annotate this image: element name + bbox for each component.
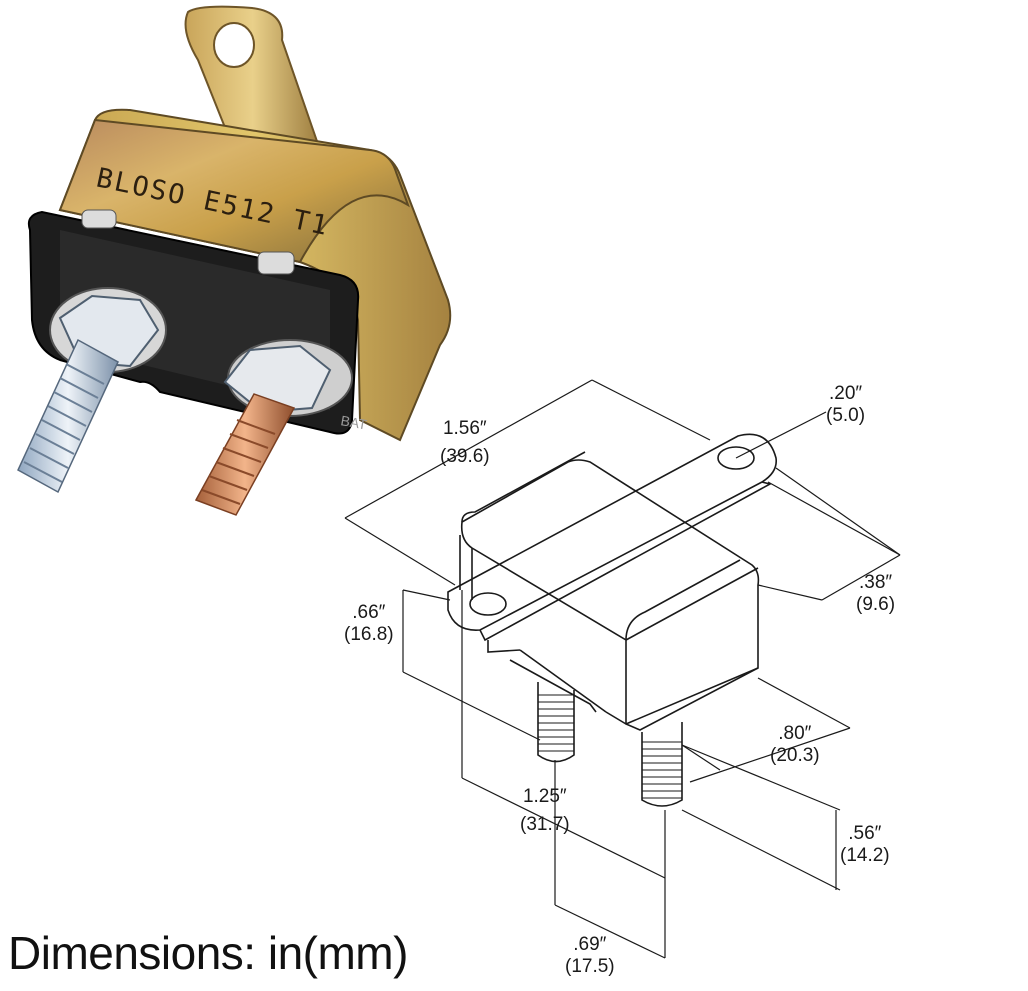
dim-overall-length: 1.56″ (39.6): [440, 418, 490, 467]
dim-hole-diameter: .20″ (5.0): [826, 383, 866, 426]
dim-stud-spacing: 1.25″ (31.7): [520, 786, 570, 835]
dim-stud-length: .56″ (14.2): [840, 823, 890, 866]
breaker-body-outline: [459, 451, 760, 731]
dimensions-caption: Dimensions: in(mm): [8, 927, 408, 979]
dim-body-width: .80″ (20.3): [770, 723, 820, 766]
dimension-lines: [344, 379, 901, 959]
circuit-breaker-photo: BLOSO E512 T1 BAT: [17, 5, 452, 516]
base-stamp: BAT: [339, 412, 368, 432]
mounting-bracket-outline: [447, 433, 778, 642]
dim-stud-offset: .69″ (17.5): [565, 934, 615, 977]
battery-terminal-stud: [17, 287, 167, 494]
stud-left-outline: [537, 682, 575, 763]
dim-body-height: .66″ (16.8): [344, 602, 394, 645]
dim-bracket-width: .38″ (9.6): [856, 572, 896, 615]
stud-right-outline: [641, 722, 683, 807]
auxiliary-terminal-stud: [194, 339, 353, 516]
mounting-tab: [184, 5, 322, 162]
dimension-drawing: [344, 379, 901, 959]
